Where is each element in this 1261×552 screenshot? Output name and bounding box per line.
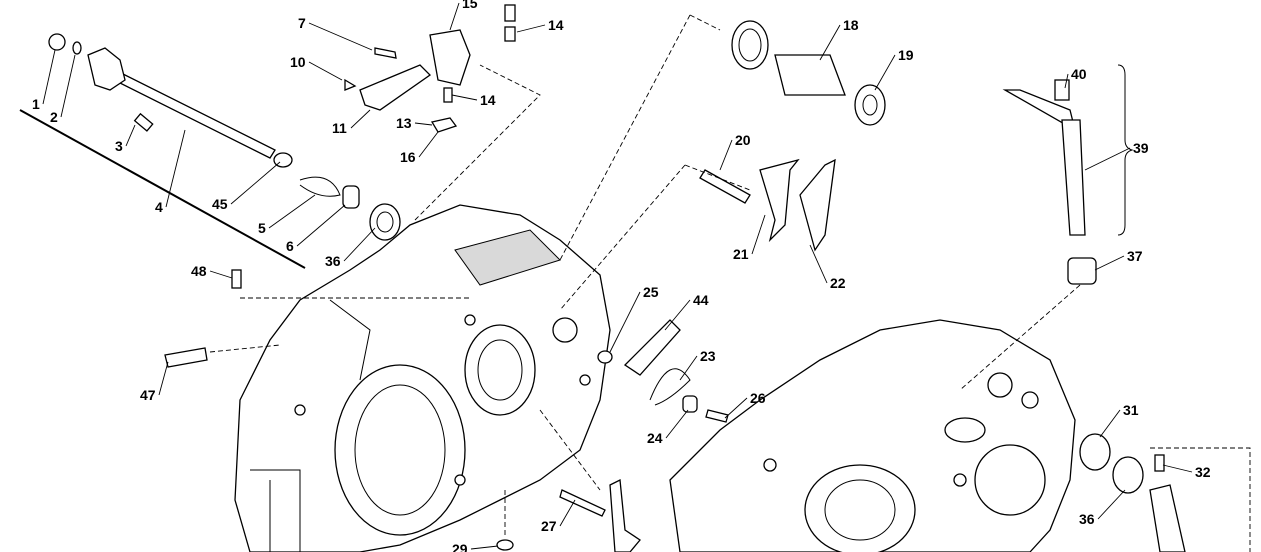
leader-line-26 — [724, 397, 748, 419]
leader-line-2 — [60, 54, 76, 118]
callout-40: 40 — [1071, 66, 1087, 82]
lower-parts — [164, 269, 1186, 552]
leader-line-14 — [451, 94, 478, 101]
callout-4: 4 — [155, 199, 163, 215]
callout-15: 15 — [462, 0, 478, 11]
callout-1: 1 — [32, 96, 40, 112]
callout-22: 22 — [830, 275, 846, 291]
leader-line-20 — [719, 139, 733, 171]
leader-line-37 — [1094, 255, 1125, 271]
leader-line-5 — [268, 194, 316, 229]
callout-23: 23 — [700, 348, 716, 364]
shift-shaft — [48, 33, 401, 241]
callout-29: 29 — [452, 541, 468, 552]
callout-13: 13 — [396, 115, 412, 131]
leader-line-36 — [1097, 489, 1126, 520]
leader-line-21 — [751, 214, 766, 255]
selector-parts — [344, 4, 516, 133]
callout-26: 26 — [750, 390, 766, 406]
leader-line-45 — [230, 161, 281, 205]
leader-line-47 — [158, 361, 169, 396]
callout-14: 14 — [480, 92, 496, 108]
callout-18: 18 — [843, 17, 859, 33]
callout-27: 27 — [541, 518, 557, 534]
callout-48: 48 — [191, 263, 207, 279]
callout-14: 14 — [548, 17, 564, 33]
leader-line-48 — [209, 270, 233, 279]
leader-line-19 — [874, 54, 896, 91]
callout-31: 31 — [1123, 402, 1139, 418]
callout-16: 16 — [400, 149, 416, 165]
leader-line-44 — [664, 299, 691, 331]
callout-37: 37 — [1127, 248, 1143, 264]
leader-line-39 — [1084, 147, 1131, 171]
leader-line-4 — [165, 129, 186, 208]
leader-line-10 — [308, 61, 343, 81]
callout-5: 5 — [258, 220, 266, 236]
callout-3: 3 — [115, 138, 123, 154]
leader-line-31 — [1099, 409, 1121, 438]
callout-20: 20 — [735, 132, 751, 148]
leader-line-24 — [665, 409, 689, 439]
callout-36: 36 — [1079, 511, 1095, 527]
callout-21: 21 — [733, 246, 749, 262]
leader-line-7 — [308, 22, 373, 51]
callout-45: 45 — [212, 196, 228, 212]
leader-line-1 — [42, 49, 56, 105]
guide-lines — [209, 14, 1251, 552]
leader-line-16 — [418, 131, 439, 158]
callout-24: 24 — [647, 430, 663, 446]
callout-39: 39 — [1133, 140, 1149, 156]
leader-line-11 — [350, 109, 371, 129]
right-crankcase-half — [669, 319, 1076, 552]
leader-line-22 — [809, 244, 828, 284]
callout-36: 36 — [325, 253, 341, 269]
callout-47: 47 — [140, 387, 156, 403]
callout-25: 25 — [643, 284, 659, 300]
leader-lines — [42, 2, 1193, 550]
callout-2: 2 — [50, 109, 58, 125]
left-crankcase-half — [234, 204, 611, 552]
leader-line-27 — [559, 499, 576, 527]
callout-32: 32 — [1195, 464, 1211, 480]
leader-line-36 — [343, 227, 376, 262]
leader-line-32 — [1162, 464, 1193, 473]
leader-line-15 — [449, 2, 460, 31]
callout-6: 6 — [286, 238, 294, 254]
leader-line-13 — [414, 122, 433, 126]
leader-line-6 — [296, 204, 346, 247]
leader-line-3 — [125, 124, 136, 147]
callout-10: 10 — [290, 54, 306, 70]
callout-11: 11 — [332, 120, 347, 136]
leader-line-29 — [470, 545, 499, 550]
shift-drum — [699, 20, 1097, 285]
bracket-4 — [19, 109, 306, 269]
bracket-39 — [1117, 64, 1134, 236]
callout-19: 19 — [898, 47, 914, 63]
leader-line-14 — [516, 24, 546, 33]
leader-line-18 — [819, 24, 841, 61]
leader-line-23 — [679, 355, 698, 381]
callout-7: 7 — [298, 15, 306, 31]
callout-44: 44 — [693, 292, 709, 308]
leader-line-40 — [1064, 73, 1069, 89]
leader-line-25 — [609, 291, 641, 353]
